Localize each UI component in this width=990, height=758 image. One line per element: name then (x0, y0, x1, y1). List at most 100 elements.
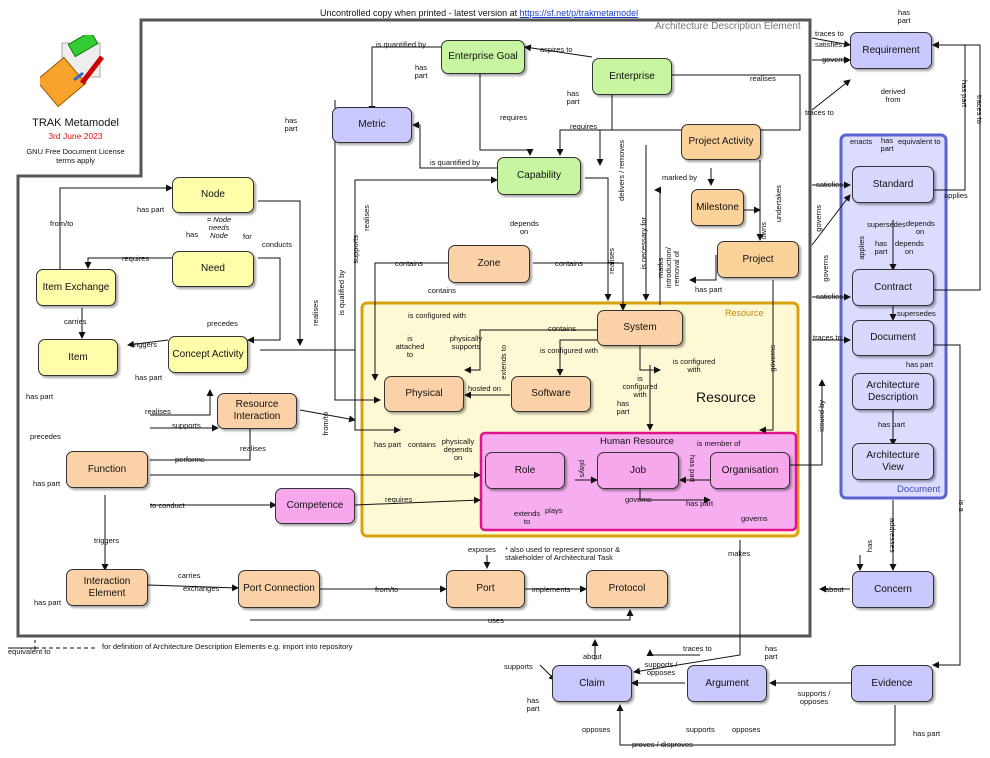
label-applies: applies (944, 191, 968, 200)
label-realises-interaction: realises (240, 444, 266, 453)
label-standard-depends-on: depends on (906, 219, 935, 236)
label-claim-opposes: opposes (582, 725, 611, 734)
label-traces-to-req: traces to (815, 29, 844, 38)
metamodel-date: 3rd June 2023 (48, 131, 103, 141)
architecture-description-node[interactable]: Architecture Description (852, 373, 934, 410)
evidence-node[interactable]: Evidence (851, 665, 933, 702)
label-addresses: addresses (888, 518, 897, 553)
concept-activity-node[interactable]: Concept Activity (168, 336, 248, 373)
label-standard-supersedes: supersedes (867, 220, 906, 229)
contract-node[interactable]: Contract (852, 269, 934, 306)
physical-node[interactable]: Physical (384, 376, 464, 412)
organisation-node[interactable]: Organisation (710, 452, 790, 489)
zone-node[interactable]: Zone (448, 245, 530, 283)
title-block: TRAK Metamodel 3rd June 2023 GNU Free Do… (18, 117, 133, 165)
standard-node[interactable]: Standard (852, 166, 934, 203)
item-exchange-node[interactable]: Item Exchange (36, 269, 116, 306)
project-activity-node[interactable]: Project Activity (681, 124, 761, 160)
system-node[interactable]: System (597, 310, 683, 346)
label-triggers-item: triggers (132, 340, 158, 349)
label-extends-to-physical: extends to (499, 345, 508, 380)
label-governs-req: governs (822, 55, 849, 64)
label-capability-depends-on: depends on (510, 219, 539, 236)
label-document-has-part: has part (906, 360, 934, 369)
label-uses: uses (488, 616, 504, 625)
label-physical-has-part: has part (374, 440, 402, 449)
label-governs-job: governs (625, 495, 652, 504)
label-contract-depends-on: depends on (895, 239, 924, 256)
label-software-has-part: has part (616, 399, 630, 416)
architecture-view-node[interactable]: Architecture View (852, 443, 934, 480)
label-interaction-has-part: has part (34, 598, 62, 607)
document-node[interactable]: Document (852, 320, 934, 356)
concern-node[interactable]: Concern (852, 571, 934, 608)
resource-interaction-node[interactable]: Resource Interaction (217, 393, 297, 429)
protocol-node[interactable]: Protocol (586, 570, 668, 608)
interaction-element-node[interactable]: Interaction Element (66, 569, 148, 606)
label-hosted-on: hosted on (468, 384, 501, 393)
document-region-title: Document (897, 484, 941, 495)
metric-node[interactable]: Metric (332, 107, 412, 143)
label-about-claim: about (583, 652, 602, 661)
label-extends-to-role: extends to (513, 509, 541, 526)
metamodel-link[interactable]: https://sf.net/p/trakmetamodel (519, 8, 639, 18)
label-physical-contains: contains (408, 440, 436, 449)
label-is-quantified-by-capability: is quantified by (430, 158, 481, 167)
label-is-attached-to: is attached to (395, 334, 425, 359)
resource-region-label: Resource (725, 308, 764, 318)
label-footer-equivalent: equivalent to (8, 647, 51, 656)
label-job-has-part: has part (688, 455, 697, 483)
label-argument-opposes: opposes (732, 725, 761, 734)
label-derived-from: derived from (880, 87, 906, 104)
label-goal-requires: requires (500, 113, 528, 122)
label-item-has-part: has part (26, 392, 54, 401)
enterprise-node[interactable]: Enterprise (592, 58, 672, 95)
claim-node[interactable]: Claim (552, 665, 632, 702)
label-realises-activity: realises (311, 300, 320, 326)
label-system-contains: contains (548, 324, 576, 333)
enterprise-goal-node[interactable]: Enterprise Goal (441, 40, 525, 74)
label-governs-org: governs (741, 514, 768, 523)
ade-boundary (16, 18, 812, 638)
competence-node[interactable]: Competence (275, 488, 355, 524)
label-is-necessary-for: is necessary for (639, 217, 648, 270)
license-text: GNU Free Document License terms apply (26, 147, 125, 165)
label-carries-item: carries (64, 317, 87, 326)
label-performs: performs (175, 455, 205, 464)
label-undertakes: undertakes (774, 185, 783, 223)
requirement-node[interactable]: Requirement (850, 32, 932, 69)
label-about-concern: about (825, 585, 844, 594)
software-node[interactable]: Software (511, 376, 591, 412)
label-traces-to-bottom: traces to (805, 108, 834, 117)
argument-node[interactable]: Argument (687, 665, 767, 702)
metamodel-title: TRAK Metamodel (32, 117, 119, 129)
node-node[interactable]: Node (172, 177, 254, 213)
port-node[interactable]: Port (446, 570, 525, 608)
port-connection-node[interactable]: Port Connection (238, 570, 320, 608)
label-triggers-interaction: triggers (94, 536, 120, 545)
function-node[interactable]: Function (66, 451, 148, 488)
job-node[interactable]: Job (597, 452, 679, 489)
need-node[interactable]: Need (172, 251, 254, 287)
project-node[interactable]: Project (717, 241, 799, 278)
label-is-configured-with-software: is configured with (540, 346, 598, 355)
milestone-node[interactable]: Milestone (691, 189, 744, 226)
label-proves-disproves: proves / disproves (632, 740, 693, 749)
label-implements: implements (532, 585, 571, 594)
ade-region-title: Architecture Description Element (655, 21, 801, 32)
label-node-needs-node: = Node needs Node (206, 215, 232, 240)
label-org-has-part: has part (686, 499, 714, 508)
label-physically-supports: physically supports (449, 334, 483, 351)
notice-text: Uncontrolled copy when printed - latest … (320, 8, 518, 18)
resource-region-title: Resource (696, 389, 756, 405)
label-satisfies-req: satisfies (815, 40, 843, 49)
item-node[interactable]: Item (38, 339, 118, 376)
label-is-configured-with-hr: is configured with (622, 374, 658, 399)
capability-node[interactable]: Capability (497, 157, 581, 195)
role-node[interactable]: Role (485, 452, 565, 489)
label-requires-need: requires (122, 254, 150, 263)
label-evidence-has-part: has part (913, 729, 941, 738)
label-has-concern: has (865, 540, 874, 553)
label-node-has: has (186, 230, 199, 239)
label-argument-has-part: has part (764, 644, 778, 661)
